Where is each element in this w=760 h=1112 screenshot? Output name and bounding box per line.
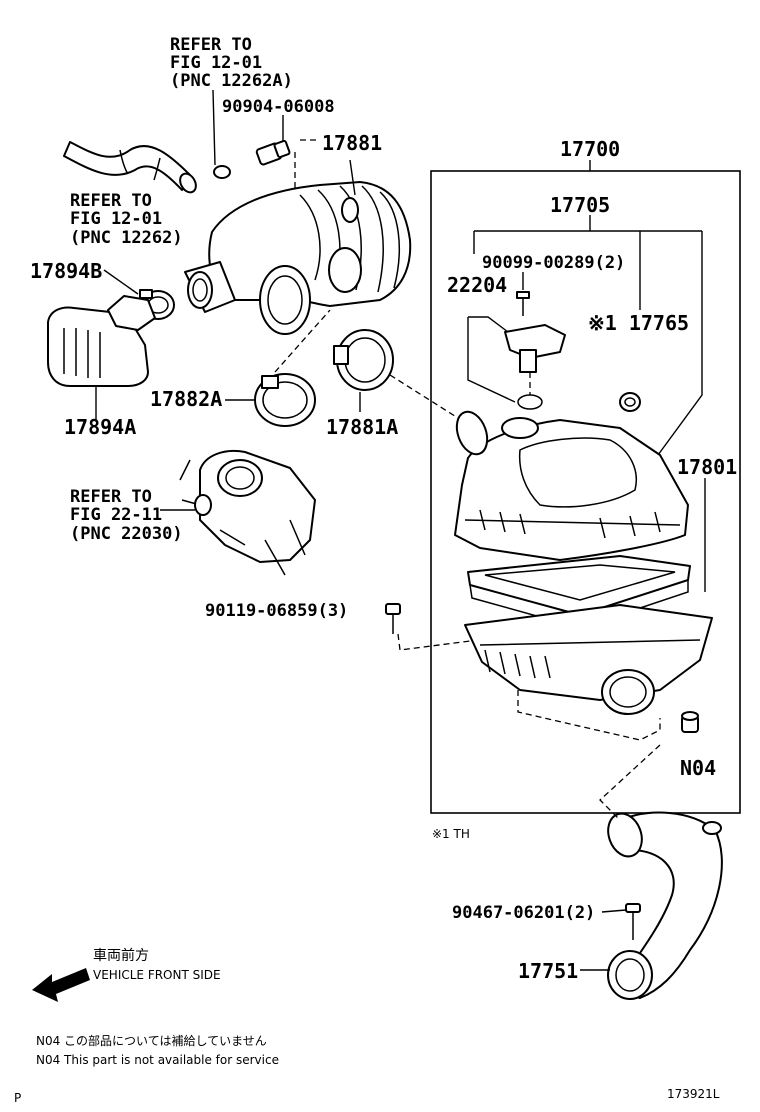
assembly-frame-17700	[430, 170, 741, 814]
label-refer-12262a-line3: (PNC 12262A)	[170, 71, 293, 91]
label-17881: 17881	[322, 131, 382, 155]
arrow-left-icon	[32, 968, 90, 1002]
label-17751: 17751	[518, 959, 578, 983]
label-17881a: 17881A	[326, 415, 398, 439]
label-refer-12262a-line2: FIG 12-01	[170, 53, 262, 73]
dash-17881-a	[294, 139, 318, 190]
label-90467-06201: 90467-06201(2)	[452, 903, 595, 923]
clamp-17881a	[333, 329, 459, 419]
label-90099-00289: 90099-00289(2)	[482, 253, 625, 273]
air-cleaner-case	[464, 604, 713, 741]
label-17705: 17705	[550, 193, 610, 217]
label-17882a: 17882A	[150, 387, 222, 411]
label-refer-22030-line3: (PNC 22030)	[70, 524, 183, 544]
intake-hose-17881	[184, 159, 412, 335]
throttle-body	[160, 450, 316, 576]
figure-id: 173921L	[667, 1087, 720, 1101]
label-17765: ※1 17765	[588, 311, 689, 335]
screw-90099	[516, 272, 530, 316]
note-jp: N04 この部品については補給していません	[36, 1033, 267, 1048]
label-17801: 17801	[677, 455, 737, 479]
label-refer-12262a-line1: REFER TO	[170, 35, 252, 55]
outlet-duct-17751	[580, 744, 723, 1000]
leader-17705	[473, 215, 703, 456]
label-note-th: ※1 TH	[432, 827, 470, 841]
label-90904-06008: 90904-06008	[222, 97, 335, 117]
label-refer-22030-line1: REFER TO	[70, 487, 152, 507]
label-17700: 17700	[560, 137, 620, 161]
grommet-17765	[619, 392, 641, 412]
sensor-90904	[255, 115, 291, 166]
label-90119-06859: 90119-06859(3)	[205, 601, 348, 621]
page-marker: P	[14, 1091, 21, 1105]
legend-front-en: VEHICLE FRONT SIDE	[93, 968, 221, 982]
label-refer-22030-line2: FIG 22-11	[70, 505, 162, 525]
label-refer-12262-line3: (PNC 12262)	[70, 228, 183, 248]
legend-front-jp: 車両前方	[93, 947, 149, 964]
label-17894a: 17894A	[64, 415, 136, 439]
clamp-17882a	[225, 309, 331, 427]
resonator-17894a	[47, 295, 156, 420]
air-cleaner-cap	[454, 410, 689, 561]
inlet-hose	[63, 141, 197, 194]
label-refer-12262-line1: REFER TO	[70, 191, 152, 211]
label-refer-12262-line2: FIG 12-01	[70, 209, 162, 229]
airflow-sensor-22204	[467, 316, 566, 410]
label-22204: 22204	[447, 273, 507, 297]
small-clip	[212, 89, 231, 179]
grommet-n04	[681, 711, 699, 733]
label-n04: N04	[680, 756, 716, 780]
label-17894b: 17894B	[30, 259, 102, 283]
note-en: N04 This part is not available for servi…	[36, 1053, 279, 1067]
